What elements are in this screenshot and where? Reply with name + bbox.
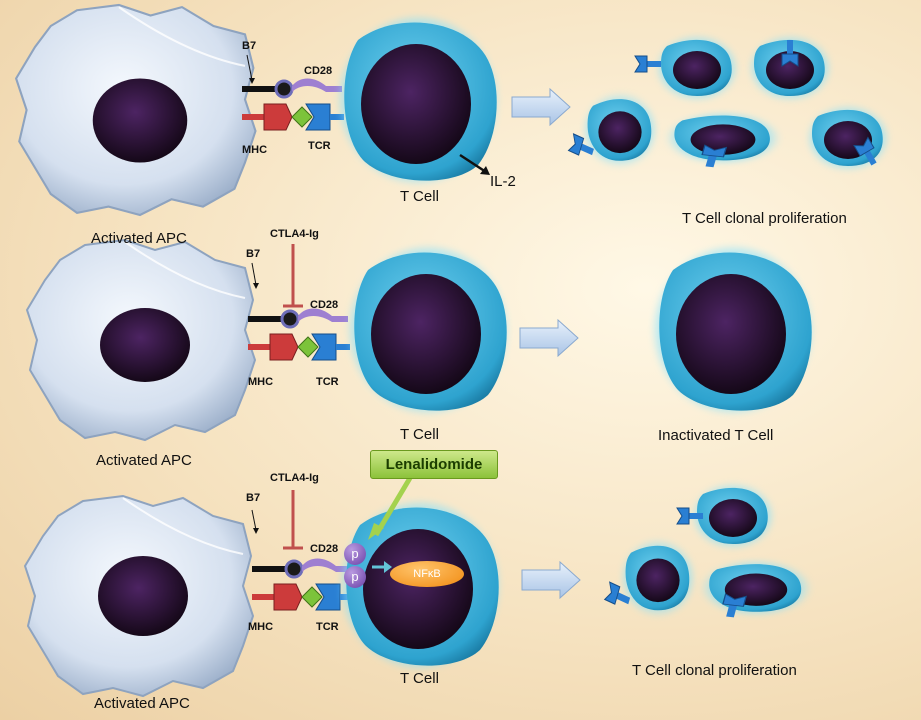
phospho-1: p	[344, 543, 366, 565]
b7-label-3: B7	[246, 492, 261, 504]
ctla4-inhibitor-2	[283, 244, 303, 308]
mhc-label-2: MHC	[248, 376, 274, 388]
tcr-label-1: TCR	[308, 140, 331, 152]
mhc-label-1: MHC	[242, 144, 268, 156]
daughter-cells-3	[604, 486, 806, 619]
proliferation-arrow-3	[521, 561, 581, 599]
apc-cell-1	[15, 3, 257, 217]
apc-label-1: Activated APC	[91, 230, 187, 247]
tcell-label-2: T Cell	[400, 426, 439, 443]
tcell-2	[350, 248, 507, 412]
ctla4-inhibitor-3	[283, 490, 303, 550]
b7-pointer-2	[251, 262, 257, 286]
lenalidomide-box: Lenalidomide	[370, 450, 498, 479]
ctla4-label-3: CTLA4-Ig	[270, 472, 319, 484]
cd28-label-2: CD28	[310, 299, 339, 311]
result-arrow-2	[519, 319, 579, 357]
b7-pointer-3	[251, 509, 257, 531]
tcell-label-1: T Cell	[400, 188, 439, 205]
apc-label-3: Activated APC	[94, 695, 190, 712]
outcome-label-1: T Cell clonal proliferation	[682, 210, 847, 227]
b7-label-1: B7	[242, 40, 257, 52]
tcr-label-3: TCR	[316, 621, 339, 633]
tcr-label-2: TCR	[316, 376, 339, 388]
apc-cell-3	[24, 495, 254, 697]
il2-label: IL-2	[490, 173, 516, 190]
receptor-complex-1	[240, 77, 346, 132]
outcome-label-2: Inactivated T Cell	[658, 427, 774, 444]
apc-label-2: Activated APC	[96, 452, 192, 469]
inactivated-tcell	[655, 248, 812, 412]
receptor-complex-3	[250, 557, 356, 612]
mhc-label-3: MHC	[248, 621, 274, 633]
nfkb-oval: NFκB	[390, 561, 464, 587]
cd28-label-3: CD28	[310, 543, 339, 555]
cd28-label-1: CD28	[304, 65, 333, 77]
outcome-label-3: T Cell clonal proliferation	[632, 662, 797, 679]
lenalidomide-arrow	[373, 476, 413, 537]
il2-arrow	[459, 153, 487, 174]
tcell-label-3: T Cell	[400, 670, 439, 687]
tcell-1	[340, 18, 497, 182]
daughter-cells-1	[567, 38, 886, 169]
b7-label-2: B7	[246, 248, 261, 260]
b7-pointer-1	[246, 54, 253, 81]
ctla4-label-2: CTLA4-Ig	[270, 228, 319, 240]
apc-cell-2	[26, 239, 256, 441]
proliferation-arrow-1	[511, 88, 571, 126]
receptor-complex-2	[246, 307, 352, 362]
phospho-2: p	[344, 566, 366, 588]
